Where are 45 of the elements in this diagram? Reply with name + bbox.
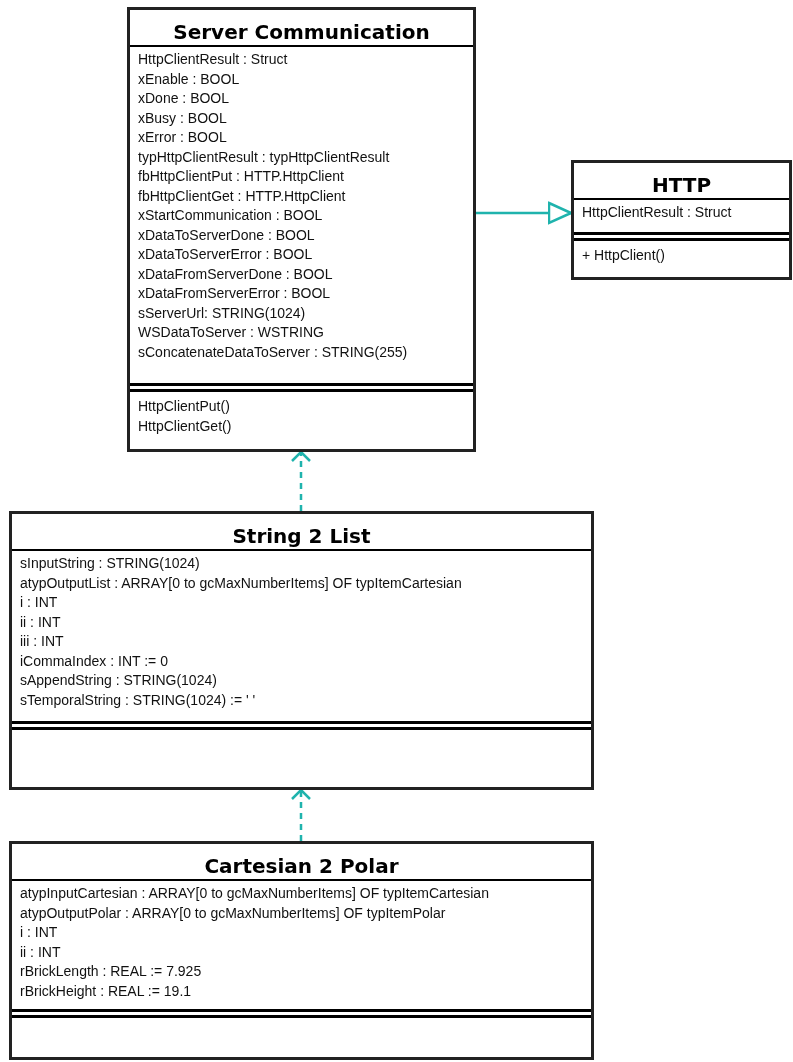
attribute-text: atypOutputPolar : ARRAY[0 to gcMaxNumberItems] OF typItemPolar (20, 903, 447, 923)
attribute-text: atypOutputList : ARRAY[0 to gcMaxNumberItems] OF typItemCartesian (20, 573, 463, 593)
attribute-text: rBrickLength : REAL := 7.925 (20, 962, 203, 981)
class-box (127, 7, 476, 452)
dashed-arrow (290, 788, 312, 841)
attribute-text: xStartCommunication : BOOL (138, 206, 324, 225)
class-title: Cartesian 2 Polar (204, 854, 399, 878)
attribute-text: fbHttpClientPut : HTTP.HttpClient (138, 167, 345, 186)
attribute-text: typHttpClientResult : typHttpClientResult (138, 147, 391, 167)
attribute-text: sConcatenateDataToServer : STRING(255) (138, 342, 409, 362)
class-title: HTTP (651, 173, 712, 197)
class-title: String 2 List (232, 524, 371, 548)
attribute-text: xError : BOOL (138, 128, 228, 147)
attribute-text: ii : INT (20, 612, 62, 632)
attribute-text: i : INT (20, 593, 59, 612)
attribute-text: atypInputCartesian : ARRAY[0 to gcMaxNumberItems] OF typItemCartesian (20, 884, 490, 903)
class-title: Server Communication (173, 20, 430, 44)
attribute-text: fbHttpClientGet : HTTP.HttpClient (138, 186, 347, 206)
class-box (9, 511, 594, 790)
operation-text: HttpClientPut() (138, 397, 231, 416)
class-box (571, 160, 792, 280)
attribute-text: sInputString : STRING(1024) (20, 554, 201, 573)
attribute-text: WSDataToServer : WSTRING (138, 323, 325, 342)
attribute-text: HttpClientResult : Struct (138, 50, 289, 69)
attribute-text: iii : INT (20, 632, 65, 651)
class-box (9, 841, 594, 1060)
operation-text: + HttpClient() (582, 246, 666, 265)
arrow (476, 201, 573, 225)
attribute-text: i : INT (20, 923, 59, 942)
attribute-text: iCommaIndex : INT := 0 (20, 651, 169, 671)
attribute-text: xDataToServerError : BOOL (138, 245, 314, 264)
attribute-text: rBrickHeight : REAL := 19.1 (20, 981, 193, 1001)
attribute-text: xDataFromServerError : BOOL (138, 284, 332, 303)
dashed-arrow (290, 450, 312, 511)
attribute-text: xDataFromServerDone : BOOL (138, 264, 334, 284)
attribute-text: xBusy : BOOL (138, 108, 228, 128)
attribute-text: xEnable : BOOL (138, 69, 241, 89)
attribute-text: sServerUrl: STRING(1024) (138, 303, 307, 323)
attribute-text: xDataToServerDone : BOOL (138, 225, 316, 245)
attribute-text: ii : INT (20, 942, 62, 962)
attribute-text: HttpClientResult : Struct (582, 203, 733, 222)
attribute-text: xDone : BOOL (138, 89, 231, 108)
operation-text: HttpClientGet() (138, 416, 233, 436)
attribute-text: sAppendString : STRING(1024) (20, 671, 218, 690)
attribute-text: sTemporalString : STRING(1024) := ' ' (20, 690, 257, 710)
